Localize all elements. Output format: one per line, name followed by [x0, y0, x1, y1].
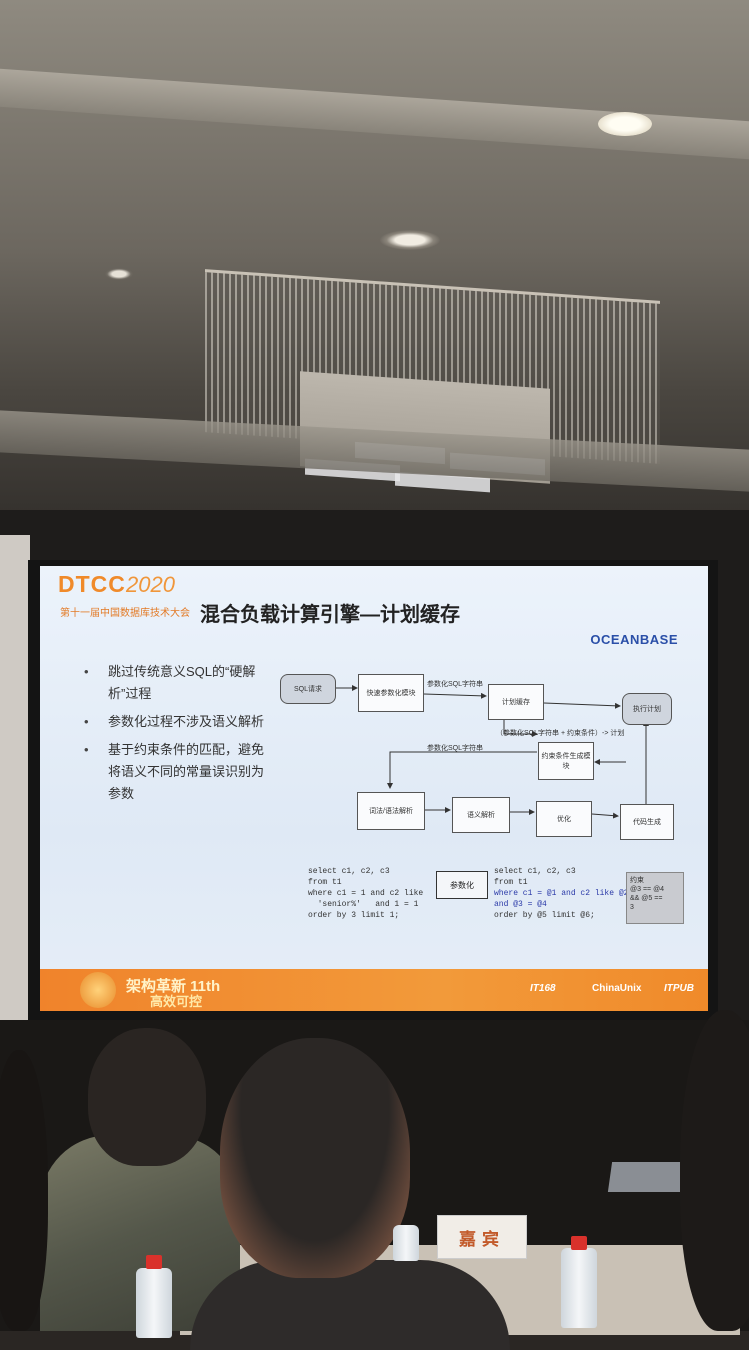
dtcc-logo: DTCC: [58, 571, 126, 597]
code-line: select c1, c2, c3: [308, 867, 390, 876]
sql-parameterized: select c1, c2, c3 from t1 where c1 = @1 …: [494, 866, 628, 921]
fast-param-node: 快速参数化模块: [358, 674, 424, 712]
constraint-line: && @5 ==: [630, 895, 663, 902]
parameterize-label: 参数化: [436, 871, 488, 899]
code-line: and @3 = @4: [494, 900, 547, 909]
edge-label: （参数化SQL字符串 + 约束条件）-> 计划: [496, 730, 625, 737]
exec-plan-node: 执行计划: [622, 693, 672, 725]
bullet-item: 跳过传统意义SQL的“硬解析”过程: [80, 661, 270, 705]
code-line: where c1 = 1 and c2 like: [308, 889, 424, 898]
footer-slogan-2: 高效可控: [150, 994, 203, 1009]
footer-slogan: 架构革新 11th: [126, 978, 221, 995]
sql-request-node: SQL请求: [280, 674, 336, 704]
optimize-node: 优化: [536, 801, 592, 837]
bullet-item: 参数化过程不涉及语义解析: [80, 711, 270, 733]
edge-label: 参数化SQL字符串: [427, 745, 484, 752]
lexer-parser-node: 词法/语法解析: [357, 792, 425, 830]
attendee-head: [220, 1038, 410, 1278]
wall-pillar: [0, 535, 30, 1035]
code-line: select c1, c2, c3: [494, 867, 576, 876]
bullet-item: 基于约束条件的匹配，避免将语义不同的常量误识别为参数: [80, 739, 270, 805]
ceiling-light: [598, 112, 652, 136]
slide-title: 混合负载计算引擎—计划缓存: [200, 604, 460, 626]
ceiling-light: [380, 230, 440, 250]
slide-footer: 架构革新 11th 高效可控 IT168 ChinaUnix ITPUB: [40, 969, 708, 1011]
constraint-line: 约束: [630, 877, 644, 884]
codegen-node: 代码生成: [620, 804, 674, 840]
flow-arrows: [336, 685, 649, 819]
oceanbase-logo: OCEANBASE: [590, 632, 678, 647]
attendee-head: [0, 1050, 48, 1331]
water-bottle: [561, 1248, 597, 1328]
sponsor-logo: ChinaUnix: [592, 983, 642, 994]
attendee-head: [88, 1028, 206, 1166]
conference-subtitle: 第十一届中国数据库技术大会: [60, 608, 190, 619]
sponsor-logo: ITPUB: [664, 983, 694, 994]
semantic-node: 语义解析: [452, 797, 510, 833]
edge-label: 参数化SQL字符串: [427, 681, 484, 688]
attendee-head: [680, 1010, 749, 1331]
dtcc-year: 2020: [126, 572, 175, 597]
ceiling-light: [105, 268, 133, 280]
laptop: [607, 1162, 688, 1192]
guest-nameplate: 嘉宾: [437, 1215, 527, 1259]
plan-cache-node: 计划缓存: [488, 684, 544, 720]
code-line: from t1: [494, 878, 528, 887]
code-line: order by 3 limit 1;: [308, 911, 400, 920]
code-line: order by @5 limit @6;: [494, 911, 595, 920]
code-line: where c1 = @1 and c2 like @2: [494, 889, 629, 898]
sql-original: select c1, c2, c3 from t1 where c1 = 1 a…: [308, 866, 423, 921]
sun-logo-icon: [80, 972, 116, 1008]
code-line: from t1: [308, 878, 342, 887]
constraint-box: 约束 @3 == @4 && @5 == 3: [626, 872, 684, 924]
constraint-gen-node: 约束条件生成模块: [538, 742, 594, 780]
bottle-cap: [571, 1236, 587, 1250]
bottle-cap: [146, 1255, 162, 1269]
water-bottle: [393, 1225, 419, 1261]
constraint-line: 3: [630, 904, 634, 911]
code-line: 'senior%' and 1 = 1: [308, 900, 419, 909]
sponsor-logo: IT168: [530, 983, 556, 994]
constraint-line: @3 == @4: [630, 886, 665, 893]
presentation-slide: DTCC 2020 第十一届中国数据库技术大会 混合负载计算引擎—计划缓存 OC…: [40, 566, 708, 1011]
bullet-list: 跳过传统意义SQL的“硬解析”过程 参数化过程不涉及语义解析 基于约束条件的匹配…: [80, 661, 270, 811]
water-bottle: [136, 1268, 172, 1338]
